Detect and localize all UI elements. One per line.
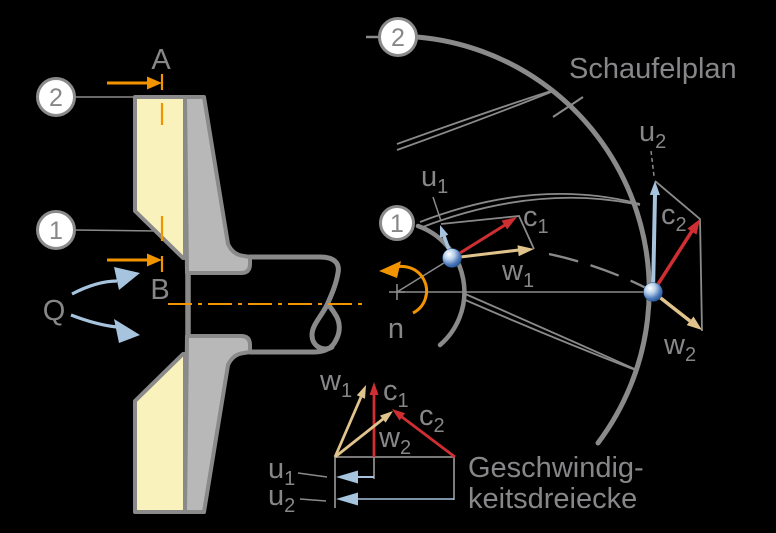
- radius-to-point1: [396, 257, 453, 293]
- point1-parallelogram: [440, 215, 535, 250]
- dim-b-label: B: [150, 274, 169, 306]
- lower-blade-section: [133, 352, 187, 514]
- w2-label-tri: w2: [378, 422, 411, 459]
- blade-sections: [133, 95, 187, 514]
- u2-vector: [651, 194, 657, 293]
- blade-arc-1a: [396, 90, 552, 145]
- u1-tri-arrowhead-icon: [336, 470, 358, 484]
- c2-vector: [651, 230, 694, 293]
- triangle-construction: [297, 456, 455, 508]
- flow-arrow-upper: [71, 279, 118, 296]
- inner-diameter-arc: [415, 223, 467, 348]
- blade-arcs: [396, 90, 641, 372]
- w1-tri-arrowhead-icon: [356, 385, 366, 399]
- plan-station1-number: 1: [390, 210, 404, 238]
- plan-station1-balloon: [379, 205, 415, 241]
- impeller-disc: [183, 95, 252, 514]
- blade-arc-1b: [396, 91, 552, 151]
- w1-arrowhead-icon: [517, 245, 534, 257]
- center-construction: [389, 257, 653, 300]
- blade-arc-3a: [462, 292, 638, 371]
- velocity-triangles: w1 c1 c2 w2 u1 u2 Geschwindig- keitsdrei…: [268, 365, 644, 517]
- w2-arrowhead-icon: [686, 316, 702, 330]
- flow-arrows: [70, 267, 140, 343]
- shaft-bottom-edge: [247, 301, 342, 355]
- outer-diameter-arc: [414, 34, 652, 446]
- plan-station2-number: 2: [391, 24, 405, 52]
- u1-label-tri: u1: [268, 453, 295, 490]
- dimension-marks: [107, 74, 164, 272]
- u2-tri-arrowhead-icon: [336, 492, 358, 506]
- flow-arrow-lower: [70, 313, 118, 329]
- c1-label-plan: c1: [523, 201, 549, 238]
- point1-vectors: [432, 196, 535, 260]
- blade-plan: n 2 1: [366, 17, 737, 446]
- point2-marker-icon: [643, 282, 663, 302]
- u1-label-plan: u1: [421, 161, 448, 198]
- flow-arrowhead-upper-icon: [114, 267, 140, 290]
- dim-a-arrowhead-icon: [147, 76, 162, 90]
- station2-number: 2: [49, 84, 63, 112]
- station1-balloon: [36, 210, 76, 250]
- dim-b-arrowhead-icon: [147, 253, 162, 267]
- flow-q-label: Q: [43, 295, 66, 327]
- u1-tri-leader: [297, 472, 328, 478]
- u2-label-plan: u2: [639, 116, 666, 153]
- u1-label-leader: [432, 196, 442, 222]
- dim-a-label: A: [151, 44, 171, 76]
- blade-arc-2a: [419, 192, 641, 223]
- u2-tri-leader: [299, 498, 327, 502]
- w2-tri-vector: [334, 417, 384, 459]
- blade-arc-2b: [419, 196, 641, 229]
- c2-arrowhead-icon: [687, 219, 700, 235]
- speed-n-label: n: [388, 313, 404, 345]
- flow-arrowhead-lower-icon: [114, 319, 140, 343]
- shaft-top-edge: [247, 254, 341, 352]
- c2-tri-arrowhead-icon: [392, 409, 406, 421]
- rotation-arc: [390, 264, 429, 315]
- c2-label-plan: c2: [661, 199, 687, 236]
- lower-disc: [183, 334, 252, 514]
- c2-tri-vector: [401, 415, 456, 459]
- blade-arc-3b: [462, 298, 639, 372]
- u2-label-tri: u2: [268, 480, 295, 517]
- c2-label-tri: c2: [419, 400, 445, 437]
- blade-plan-title-pointer: [552, 96, 584, 118]
- w1-label-plan: w1: [501, 255, 534, 292]
- triangles-caption-line1: Geschwindig-: [468, 452, 644, 484]
- shaft-outline: [247, 254, 342, 355]
- upper-disc: [183, 95, 252, 275]
- w1-tri-vector: [333, 396, 363, 458]
- hidden-blade-dashed-arc: [548, 252, 647, 290]
- plan-station2-balloon: [378, 17, 418, 57]
- station1-leader: [73, 229, 159, 232]
- section-view: 2 1 A B Q: [36, 44, 366, 514]
- blade-plan-title: Schaufelplan: [569, 53, 737, 85]
- point2-vectors: [649, 150, 703, 332]
- w2-label-plan: w2: [663, 329, 696, 366]
- rotation-arrowhead-icon: [379, 261, 401, 278]
- c1-label-tri: c1: [383, 375, 409, 412]
- c1-vector: [451, 223, 506, 260]
- station1-number: 1: [49, 217, 63, 245]
- u1-arrowhead-icon: [439, 225, 449, 238]
- station2-balloon: [36, 77, 76, 117]
- u2-label-leader: [650, 150, 655, 177]
- w1-label-tri: w1: [319, 365, 352, 402]
- c1-tri-arrowhead-icon: [369, 382, 379, 395]
- point1-marker-icon: [442, 248, 462, 268]
- w2-tri-arrowhead-icon: [380, 411, 393, 423]
- w1-vector: [451, 248, 520, 260]
- c1-arrowhead-icon: [501, 217, 517, 230]
- u2-arrowhead-icon: [649, 181, 660, 196]
- upper-blade-section: [133, 95, 187, 260]
- triangles-caption-line2: keitsdreiecke: [468, 483, 637, 515]
